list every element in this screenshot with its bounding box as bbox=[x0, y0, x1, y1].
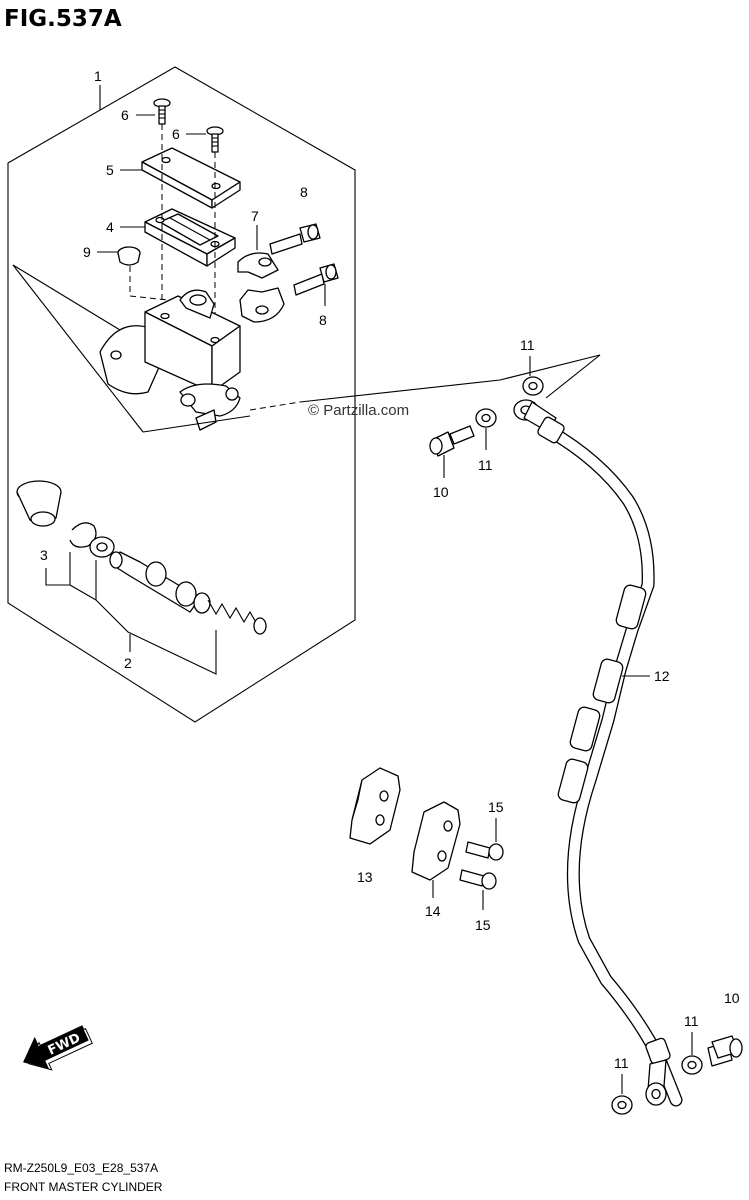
washer bbox=[89, 536, 115, 558]
callout-8a: 8 bbox=[300, 184, 308, 200]
clamp-7 bbox=[237, 252, 285, 323]
callout-11d: 11 bbox=[684, 1013, 699, 1029]
callout-11b: 11 bbox=[478, 457, 493, 473]
washer-11-upper-a bbox=[522, 376, 544, 396]
figure-title: FIG.537A bbox=[4, 6, 122, 32]
callout-3: 3 bbox=[40, 547, 48, 563]
bolt-15-upper bbox=[465, 841, 504, 861]
projection-line bbox=[12, 264, 144, 433]
projection-dash bbox=[249, 401, 301, 411]
spring bbox=[207, 599, 267, 635]
diaphragm-plate-4 bbox=[144, 208, 236, 267]
cap-9 bbox=[117, 246, 141, 266]
assembly-1-outline bbox=[7, 66, 356, 723]
banjo-fitting-lower bbox=[645, 1037, 671, 1106]
boot-3 bbox=[16, 480, 62, 527]
piston bbox=[109, 551, 211, 614]
master-cylinder-body bbox=[99, 289, 241, 431]
callout-12: 12 bbox=[654, 668, 670, 684]
callout-14: 14 bbox=[425, 903, 441, 919]
bolt-8-lower bbox=[293, 263, 339, 296]
bracket-13 bbox=[349, 767, 401, 845]
callout-15b: 15 bbox=[475, 917, 491, 933]
leader-3 bbox=[45, 552, 71, 586]
circlip bbox=[69, 522, 97, 548]
watermark: © Partzilla.com bbox=[308, 402, 409, 419]
footer-name: FRONT MASTER CYLINDER bbox=[4, 1180, 163, 1194]
callout-4: 4 bbox=[106, 219, 114, 235]
projection-line bbox=[299, 379, 501, 403]
banjo-fitting-upper bbox=[513, 399, 565, 444]
bolt-8-upper bbox=[269, 223, 321, 255]
brake-hose-12 bbox=[541, 423, 683, 1107]
callout-9: 9 bbox=[83, 244, 91, 260]
leader-2 bbox=[95, 599, 217, 675]
footer-code: RM-Z250L9_E03_E28_537A bbox=[4, 1161, 158, 1175]
callout-1: 1 bbox=[94, 68, 102, 84]
washer-11-lower-a bbox=[611, 1095, 633, 1115]
projection-line bbox=[545, 354, 601, 399]
callout-11a: 11 bbox=[520, 337, 535, 353]
washer-11-lower-b bbox=[681, 1055, 703, 1075]
washer-11-upper-b bbox=[475, 408, 497, 428]
callout-8b: 8 bbox=[319, 312, 327, 328]
callout-7: 7 bbox=[251, 208, 259, 224]
callout-13: 13 bbox=[357, 869, 373, 885]
callout-5: 5 bbox=[106, 162, 114, 178]
leader-3 bbox=[69, 584, 97, 601]
callout-11c: 11 bbox=[614, 1055, 629, 1071]
screw-6-left bbox=[153, 98, 171, 125]
callout-2: 2 bbox=[124, 655, 132, 671]
union-bolt-10-lower bbox=[707, 1035, 743, 1067]
projection-line bbox=[12, 264, 121, 331]
projection-line bbox=[499, 354, 601, 381]
union-bolt-10-upper bbox=[429, 425, 475, 457]
callout-6b: 6 bbox=[172, 126, 180, 142]
reservoir-cap-5 bbox=[141, 147, 241, 209]
bracket-14 bbox=[411, 801, 461, 881]
callout-15a: 15 bbox=[488, 799, 504, 815]
bolt-15-lower bbox=[459, 869, 497, 890]
fwd-arrow-icon: FWD bbox=[23, 1025, 93, 1071]
callout-10b: 10 bbox=[724, 990, 740, 1006]
callout-6a: 6 bbox=[121, 107, 129, 123]
callout-10a: 10 bbox=[433, 484, 449, 500]
screw-6-right bbox=[206, 126, 224, 153]
projection-line bbox=[142, 415, 251, 433]
